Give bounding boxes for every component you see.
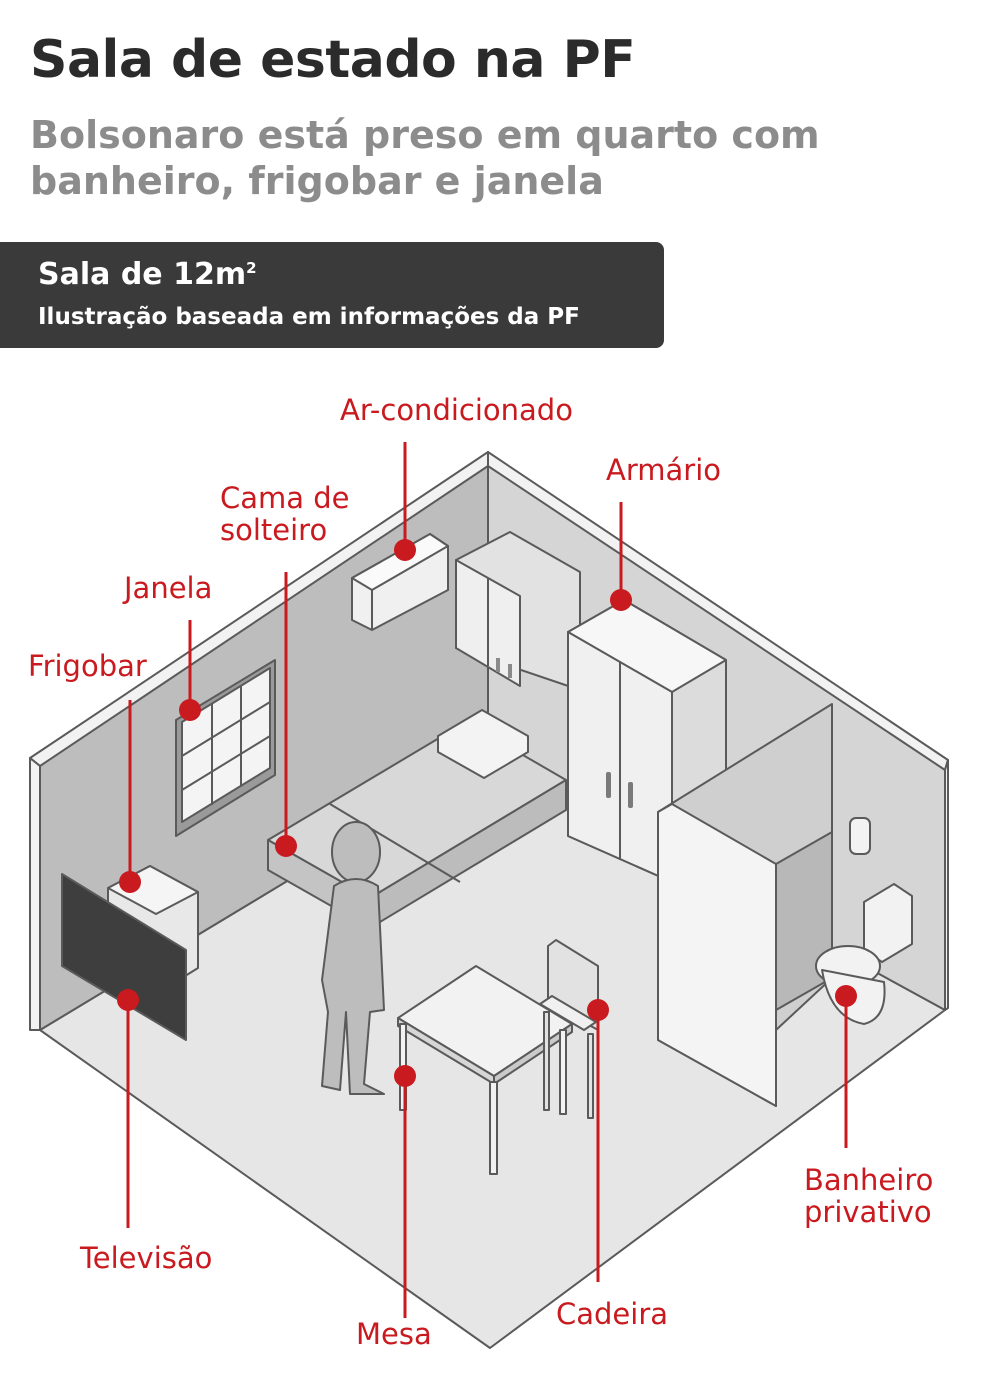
upper-cabinet [455,531,581,691]
label-cama-line2: solteiro [220,513,328,547]
front-rim-right [944,759,949,1011]
label-televisao: Televisão [80,1241,213,1275]
dot-mesa [394,1065,416,1087]
dot-banheiro [835,985,857,1007]
label-mesa: Mesa [356,1317,432,1351]
dot-janela [179,699,201,721]
person [321,821,385,1095]
room-area-text: Sala de 12m [38,257,247,292]
chair [539,939,599,1119]
label-janela: Janela [124,571,213,605]
dot-cadeira [587,999,609,1021]
illustration-note: Ilustração baseada em informações da PF [38,304,580,330]
callout-lines [126,442,848,1318]
label-cama-line1: Cama de [220,481,350,515]
wardrobe [567,599,727,883]
page-title: Sala de estado na PF [30,30,636,90]
room-area-superscript: 2 [246,259,257,277]
info-banner: Sala de 12m2 Ilustração baseada em infor… [0,242,664,348]
label-frigobar: Frigobar [28,649,147,683]
window [175,659,276,837]
label-banheiro-line1: Banheiro [804,1163,934,1197]
dot-cama [275,835,297,857]
dot-televisao [117,989,139,1011]
room-area: Sala de 12m2 [38,257,257,292]
page-subtitle: Bolsonaro está preso em quarto com banhe… [30,113,820,203]
dot-ar-condicionado [394,539,416,561]
front-rim-left [29,757,41,1031]
bathroom-partition [657,703,833,1107]
label-banheiro-line2: privativo [804,1195,932,1229]
label-cadeira: Cadeira [556,1297,669,1331]
television [61,873,187,1041]
label-ar-condicionado: Ar-condicionado [340,393,573,427]
label-armario: Armário [606,453,721,487]
callout-dots [117,539,857,1087]
dot-armario [610,589,632,611]
dot-frigobar [119,871,141,893]
